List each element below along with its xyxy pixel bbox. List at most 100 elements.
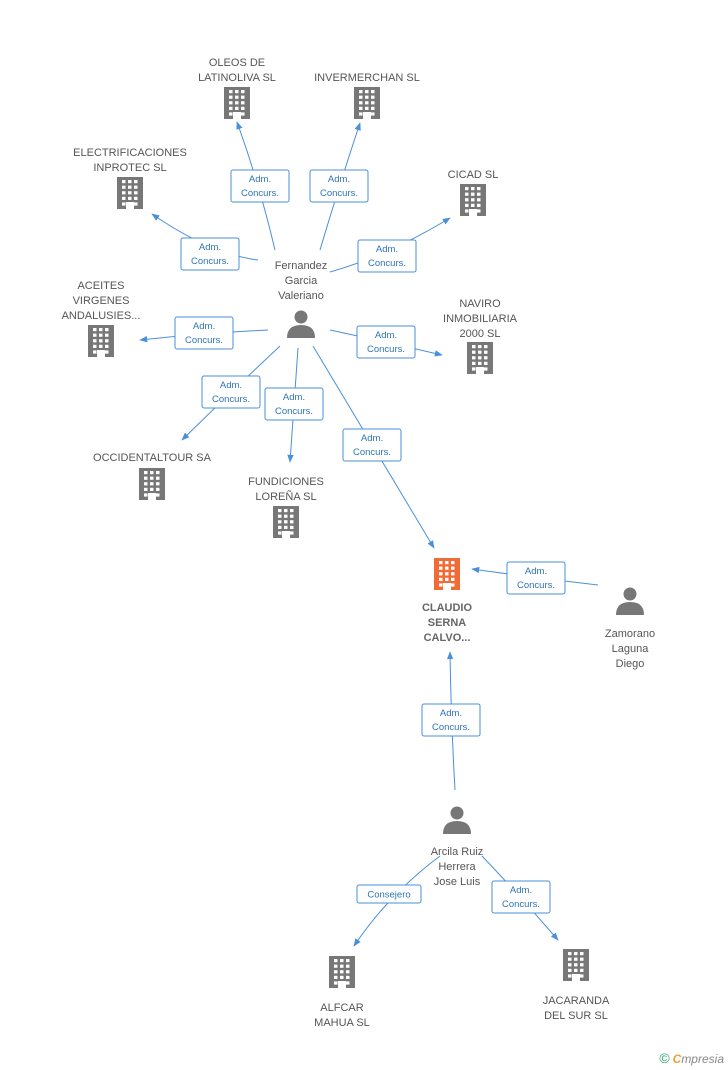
node-label: NAVIRO bbox=[459, 298, 501, 310]
edge-label-box bbox=[180, 237, 240, 271]
node-label: Zamorano bbox=[605, 628, 655, 640]
edge-label-text: Consejero bbox=[367, 890, 410, 901]
edge-label[interactable]: Adm.Concurs. bbox=[180, 237, 240, 271]
node-label: SERNA bbox=[428, 617, 467, 629]
edge-label-text: Adm. bbox=[525, 566, 547, 577]
edge-label-text: Concurs. bbox=[517, 580, 555, 591]
edge-label-text: Concurs. bbox=[367, 344, 405, 355]
edge-label[interactable]: Adm. Concurs. bbox=[356, 325, 416, 359]
node-claudio[interactable]: CLAUDIO SERNA CALVO... bbox=[422, 558, 473, 644]
edge-label-text: Concurs. bbox=[212, 394, 250, 405]
edge-label-text: Adm. bbox=[361, 433, 383, 444]
edge-label[interactable]: Adm. Concurs. bbox=[491, 880, 551, 914]
person-icon bbox=[287, 310, 315, 338]
node-electrificaciones[interactable]: ELECTRIFICACIONES INPROTEC SL bbox=[73, 147, 187, 209]
node-label: VIRGENES bbox=[73, 295, 130, 307]
node-label: INMOBILIARIA bbox=[443, 313, 518, 325]
edge-label-text: Adm. bbox=[283, 392, 305, 403]
node-label: LATINOLIVA SL bbox=[198, 72, 276, 84]
building-icon bbox=[563, 949, 589, 981]
edge-label[interactable]: Adm. Concurs. bbox=[174, 316, 234, 350]
edge-label-text: Adm. bbox=[510, 885, 532, 896]
person-icon bbox=[443, 806, 471, 834]
node-label: LOREÑA SL bbox=[255, 490, 316, 503]
brand-logo-initial: C bbox=[672, 1052, 682, 1066]
building-icon bbox=[329, 956, 355, 988]
edge-label-text: Concurs. bbox=[502, 899, 540, 910]
edge-label[interactable]: Adm.Concurs. bbox=[342, 428, 402, 462]
edge-label-text: Concurs. bbox=[432, 722, 470, 733]
edge-label-text: Adm. bbox=[328, 174, 350, 185]
edge-label-box bbox=[357, 239, 417, 273]
edge-label-text: Adm. bbox=[199, 242, 221, 253]
edge-label-text: Adm. bbox=[249, 174, 271, 185]
edge-label-box bbox=[506, 561, 566, 595]
edge-label-text: Concurs. bbox=[368, 258, 406, 269]
node-label: DEL SUR SL bbox=[544, 1010, 608, 1022]
edge-label-text: Adm. bbox=[375, 330, 397, 341]
node-label: ANDALUSIES... bbox=[62, 310, 141, 322]
node-cicad[interactable]: CICAD SL bbox=[448, 169, 499, 216]
building-icon bbox=[88, 325, 114, 357]
node-label: FUNDICIONES bbox=[248, 476, 324, 488]
edge-label[interactable]: Consejero bbox=[356, 884, 422, 904]
edge-label-box bbox=[174, 316, 234, 350]
node-label: ALFCAR bbox=[320, 1002, 363, 1014]
copyright-icon: © bbox=[659, 1050, 670, 1066]
person-icon bbox=[616, 587, 644, 615]
node-label: Valeriano bbox=[278, 290, 324, 302]
node-label: Diego bbox=[616, 658, 645, 670]
edge-label-text: Adm. bbox=[193, 321, 215, 332]
node-fundiciones[interactable]: FUNDICIONES LOREÑA SL bbox=[248, 476, 324, 538]
node-label: CLAUDIO bbox=[422, 602, 473, 614]
building-icon bbox=[117, 177, 143, 209]
building-icon bbox=[354, 87, 380, 119]
node-invermerchan[interactable]: INVERMERCHAN SL bbox=[314, 72, 420, 119]
edge-label-box bbox=[342, 428, 402, 462]
edge-label-box bbox=[201, 375, 261, 409]
edge-label-box bbox=[356, 884, 422, 904]
edge-label-box bbox=[421, 703, 481, 737]
edge-label-text: Concurs. bbox=[241, 188, 279, 199]
node-label: Jose Luis bbox=[434, 876, 481, 888]
edge-label[interactable]: Adm. Concurs. bbox=[506, 561, 566, 595]
edge-label[interactable]: Adm. Concurs. bbox=[357, 239, 417, 273]
node-label: MAHUA SL bbox=[314, 1017, 370, 1029]
node-label: Laguna bbox=[612, 643, 650, 655]
building-icon bbox=[224, 87, 250, 119]
node-label: Herrera bbox=[438, 861, 476, 873]
node-label: ELECTRIFICACIONES bbox=[73, 147, 187, 159]
edge-label-text: Concurs. bbox=[275, 406, 313, 417]
brand-logo-text: mpresia bbox=[681, 1052, 724, 1066]
edge-label-text: Adm. bbox=[220, 380, 242, 391]
edge-label-text: Adm. bbox=[376, 244, 398, 255]
edge-label-box bbox=[264, 387, 324, 421]
node-naviro[interactable]: NAVIRO INMOBILIARIA 2000 SL bbox=[443, 298, 518, 374]
edge-label[interactable]: Adm. Concurs. bbox=[201, 375, 261, 409]
node-label: CALVO... bbox=[424, 632, 471, 644]
node-alfcar[interactable]: ALFCAR MAHUA SL bbox=[314, 956, 370, 1029]
building-icon bbox=[273, 506, 299, 538]
edge-label[interactable]: Adm. Concurs. bbox=[309, 169, 369, 203]
node-label: Fernandez bbox=[275, 260, 328, 272]
node-label: OCCIDENTALTOUR SA bbox=[93, 452, 212, 464]
edge-label[interactable]: Adm. Concurs. bbox=[230, 169, 290, 203]
node-occidentaltour[interactable]: OCCIDENTALTOUR SA bbox=[93, 452, 212, 500]
node-aceites[interactable]: ACEITES VIRGENES ANDALUSIES... bbox=[62, 280, 141, 357]
node-label: ACEITES bbox=[77, 280, 124, 292]
edge-label-text: Concurs. bbox=[185, 335, 223, 346]
edge-label-text: Concurs. bbox=[320, 188, 358, 199]
edge-label[interactable]: Adm.Concurs. bbox=[421, 703, 481, 737]
node-label: INPROTEC SL bbox=[93, 162, 166, 174]
node-label: 2000 SL bbox=[460, 328, 501, 340]
edge-label[interactable]: Adm. Concurs. bbox=[264, 387, 324, 421]
building-icon bbox=[460, 184, 486, 216]
footer-brand[interactable]: ©Cmpresia bbox=[659, 1050, 724, 1066]
edge-label-box bbox=[491, 880, 551, 914]
